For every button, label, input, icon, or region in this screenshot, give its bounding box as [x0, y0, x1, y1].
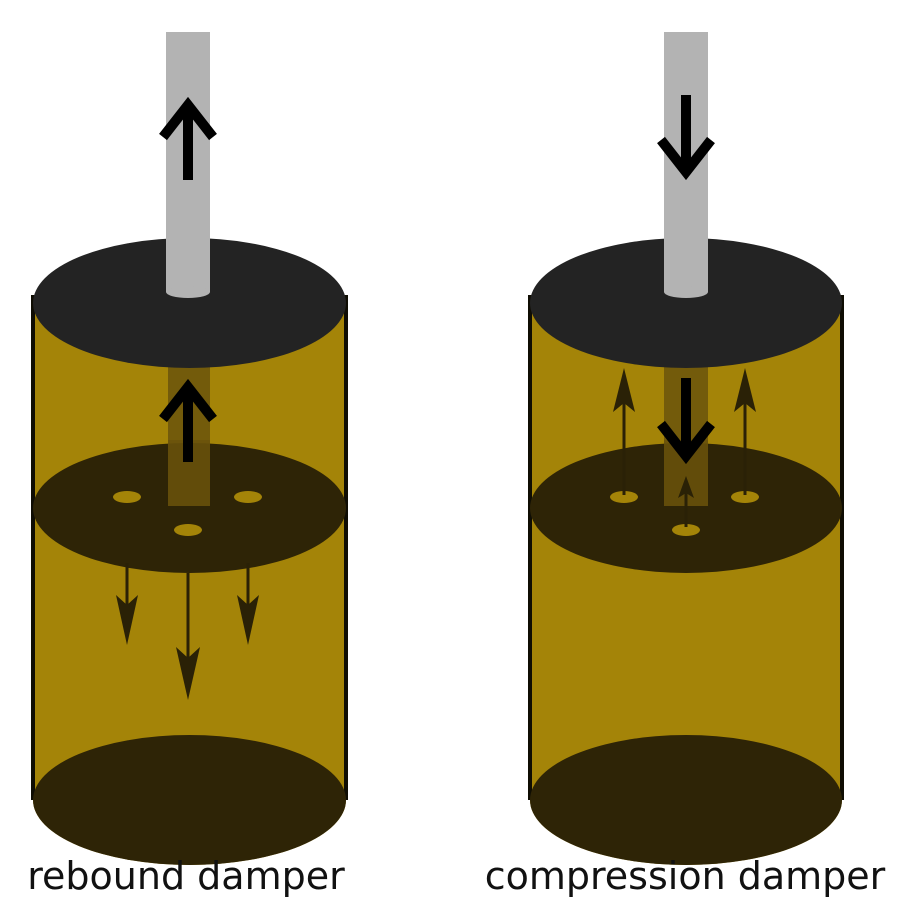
- compression-top-cap: [530, 238, 842, 368]
- rebound-top-cap: [33, 238, 346, 368]
- rebound-piston: [33, 443, 346, 573]
- compression-rod-motion-arrow-down-icon: [657, 95, 715, 181]
- compression-flow-arrow-right-head: [734, 368, 756, 412]
- rebound-flow-arrows: [116, 563, 259, 700]
- rebound-flow-arrow-left-head: [116, 595, 138, 645]
- compression-flow-arrow-left-head: [613, 368, 635, 412]
- compression-damper: [528, 32, 844, 865]
- rebound-rod-motion-arrow-up-icon: [159, 96, 217, 180]
- compression-cylinder-bottom: [530, 735, 842, 865]
- compression-rod-end: [664, 286, 708, 298]
- rebound-cylinder-bottom: [33, 735, 346, 865]
- rebound-flow-arrow-center-head: [176, 647, 200, 700]
- compression-cylinder-body: [530, 295, 842, 865]
- rebound-piston-hole-left: [113, 491, 141, 503]
- compression-damper-label: compression damper: [484, 854, 886, 898]
- rebound-flow-arrow-right-head: [237, 595, 259, 645]
- compression-piston-hole-left: [610, 491, 638, 503]
- rebound-damper-label: rebound damper: [27, 854, 345, 898]
- compression-flow-arrows: [613, 368, 756, 527]
- compression-piston-hole-right: [731, 491, 759, 503]
- compression-piston-hole-center: [672, 524, 700, 536]
- rebound-damper: [31, 32, 348, 865]
- rebound-piston-hole-right: [234, 491, 262, 503]
- compression-flow-arrow-center-head: [678, 476, 694, 498]
- rebound-piston-motion-arrow-up-icon: [159, 378, 217, 462]
- rebound-piston-hole-center: [174, 524, 202, 536]
- rebound-rod-end: [166, 286, 210, 298]
- compression-piston-motion-arrow-down-icon: [657, 378, 715, 465]
